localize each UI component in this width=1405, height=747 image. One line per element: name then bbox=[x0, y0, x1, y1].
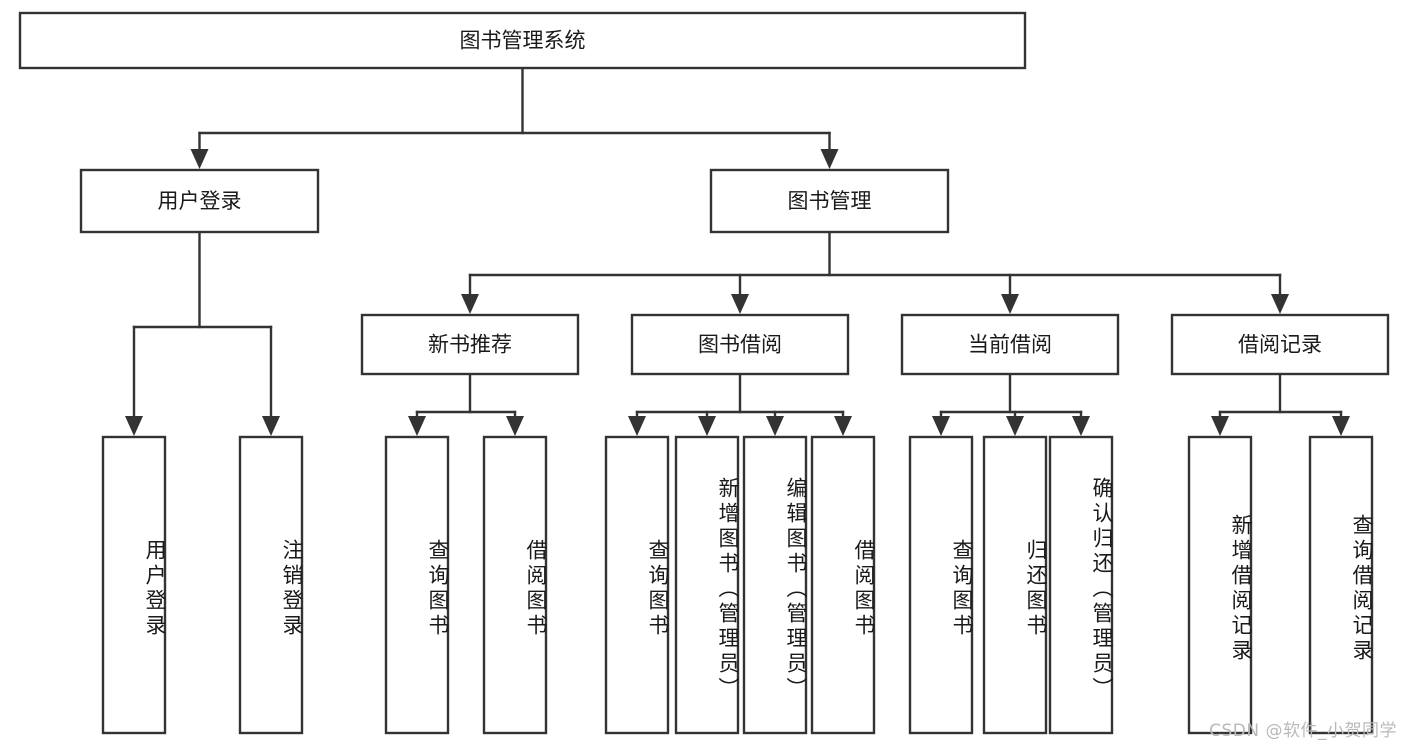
arrow-head-icon-leaf-user-login bbox=[125, 416, 143, 436]
node-box-user-login[interactable] bbox=[79, 168, 320, 234]
node-box-leaf-user-login[interactable] bbox=[101, 435, 167, 735]
arrow-head-icon-leaf-add-record bbox=[1211, 416, 1229, 436]
node-box-leaf-query-book-current[interactable] bbox=[908, 435, 974, 735]
arrow-head-icon-leaf-query-book-current bbox=[932, 416, 950, 436]
node-box-leaf-query-book-borrow[interactable] bbox=[604, 435, 670, 735]
node-label-root: 图书管理系统 bbox=[460, 29, 586, 53]
arrow-head-icon-current-borrow bbox=[1001, 294, 1019, 314]
arrow-head-icon-leaf-logout bbox=[262, 416, 280, 436]
csdn-watermark: CSDN @软件_小贺同学 bbox=[1209, 721, 1397, 741]
node-label-borrow-record: 借阅记录 bbox=[1238, 333, 1322, 357]
node-label-current-borrow: 当前借阅 bbox=[968, 333, 1052, 357]
arrow-head-icon-user-login bbox=[190, 149, 209, 169]
node-box-leaf-query-book-rec[interactable] bbox=[384, 435, 450, 735]
node-box-borrow-record[interactable] bbox=[1170, 313, 1390, 376]
node-box-leaf-edit-book[interactable] bbox=[742, 435, 808, 735]
node-box-leaf-add-book[interactable] bbox=[674, 435, 740, 735]
node-label-new-book-rec: 新书推荐 bbox=[428, 333, 512, 357]
node-box-layer bbox=[18, 11, 1390, 735]
node-box-new-book-rec[interactable] bbox=[360, 313, 580, 376]
arrow-head-icon-book-manage bbox=[820, 149, 839, 169]
node-label-book-borrow: 图书借阅 bbox=[698, 333, 782, 357]
node-box-book-manage[interactable] bbox=[709, 168, 950, 234]
connector-layer bbox=[125, 66, 1350, 436]
arrow-head-icon-borrow-record bbox=[1271, 294, 1289, 314]
node-box-leaf-add-record[interactable] bbox=[1187, 435, 1253, 735]
arrow-head-icon-leaf-return-book bbox=[1006, 416, 1024, 436]
arrow-head-icon-leaf-query-book-borrow bbox=[628, 416, 646, 436]
node-box-leaf-query-record[interactable] bbox=[1308, 435, 1374, 735]
arrow-head-icon-book-borrow bbox=[731, 294, 749, 314]
arrow-head-icon-new-book-rec bbox=[461, 294, 479, 314]
node-label-user-login: 用户登录 bbox=[158, 189, 242, 213]
arrow-head-icon-leaf-borrow-book bbox=[834, 416, 852, 436]
node-box-leaf-borrow-book-rec[interactable] bbox=[482, 435, 548, 735]
arrow-head-icon-leaf-edit-book bbox=[766, 416, 784, 436]
node-box-root[interactable] bbox=[18, 11, 1027, 70]
arrow-head-icon-leaf-add-book bbox=[698, 416, 716, 436]
arrow-head-icon-leaf-borrow-book-rec bbox=[506, 416, 524, 436]
node-box-current-borrow[interactable] bbox=[900, 313, 1120, 376]
node-box-leaf-logout[interactable] bbox=[238, 435, 304, 735]
arrow-head-icon-leaf-confirm-return bbox=[1072, 416, 1090, 436]
arrow-head-icon-leaf-query-book-rec bbox=[408, 416, 426, 436]
node-box-leaf-confirm-return[interactable] bbox=[1048, 435, 1114, 735]
node-box-leaf-borrow-book[interactable] bbox=[810, 435, 876, 735]
arrow-head-icon-leaf-query-record bbox=[1332, 416, 1350, 436]
node-label-book-manage: 图书管理 bbox=[788, 189, 872, 213]
node-box-leaf-return-book[interactable] bbox=[982, 435, 1048, 735]
node-box-book-borrow[interactable] bbox=[630, 313, 850, 376]
